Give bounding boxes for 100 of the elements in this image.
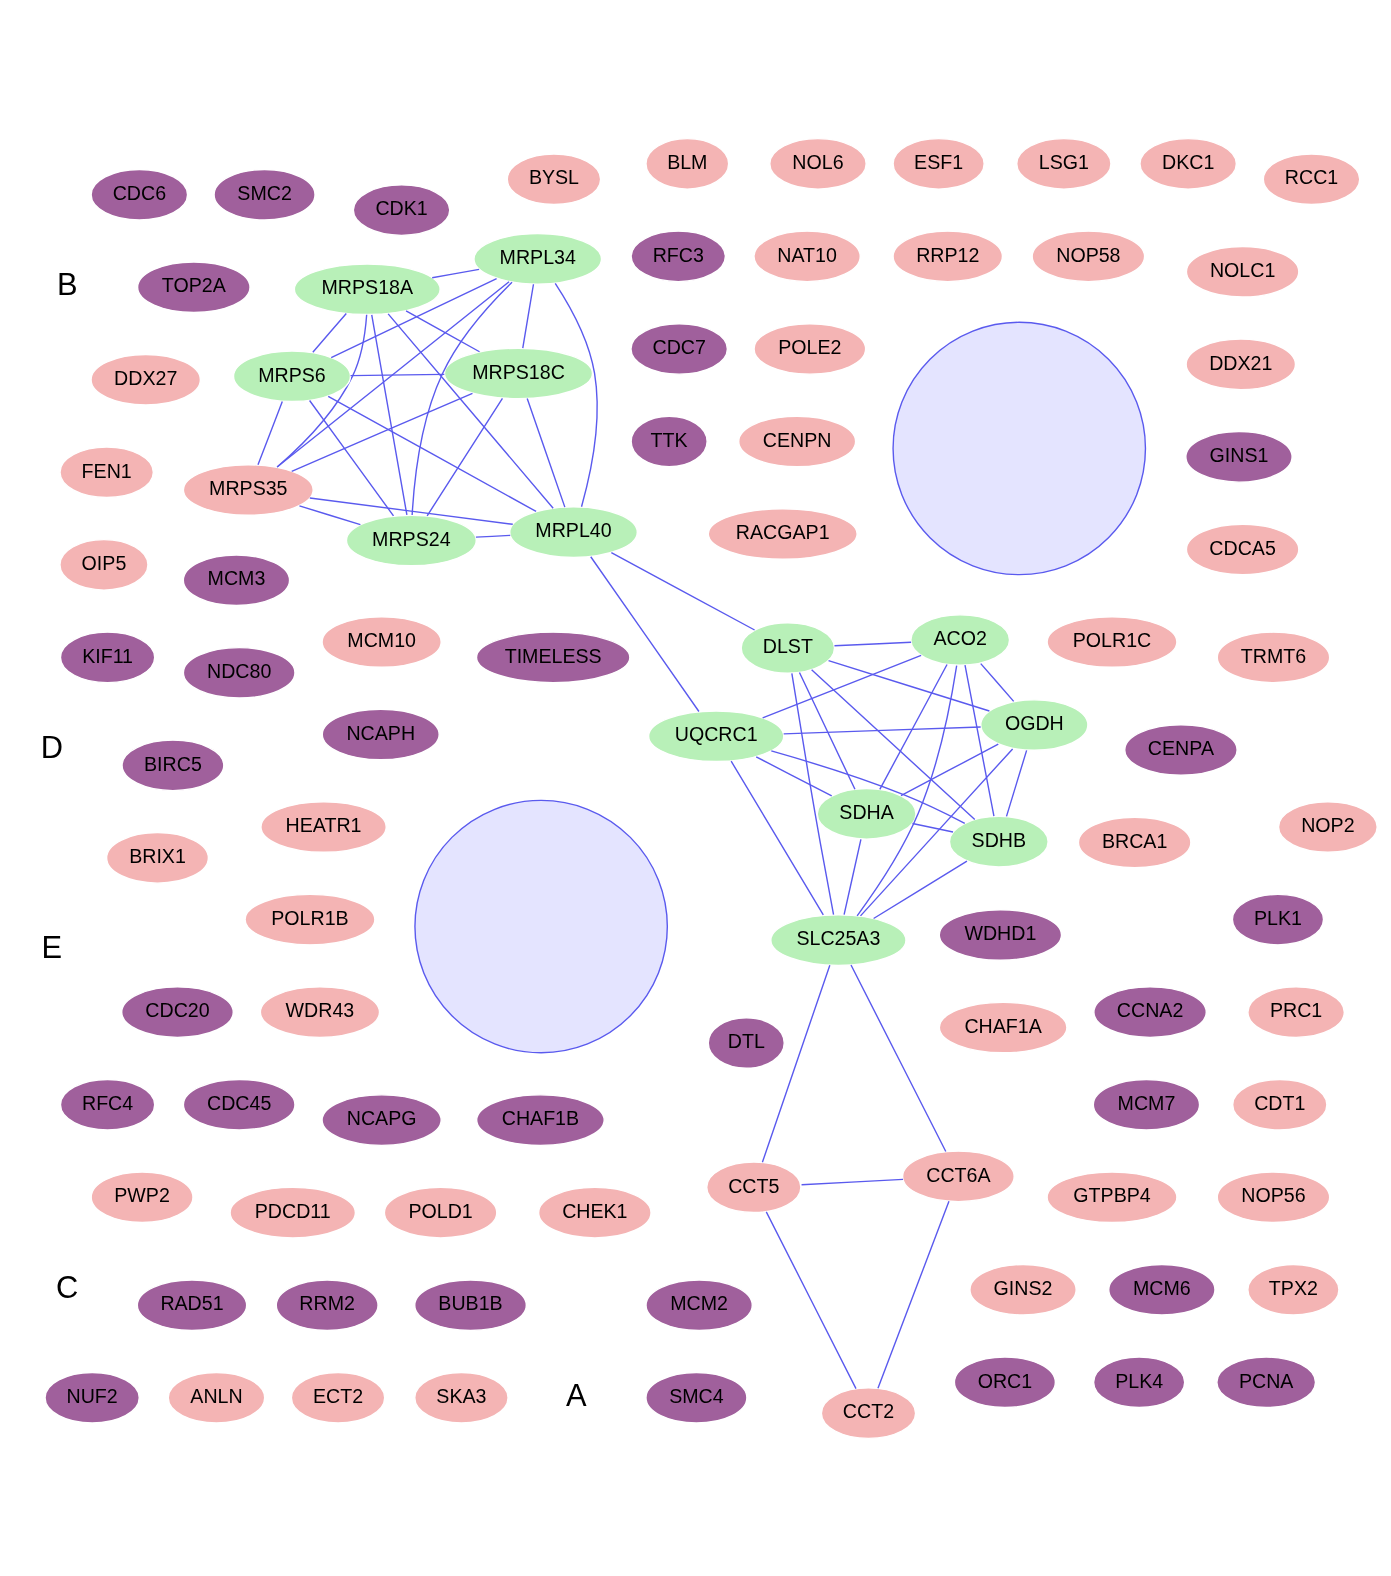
- connector: [833, 641, 912, 647]
- connector: [843, 838, 862, 915]
- node-ellipse: PRC1: [1247, 985, 1346, 1038]
- node-ellipse: OIP5: [59, 538, 149, 591]
- node-ellipse: NCAPH: [321, 708, 440, 760]
- node-ellipse: GTPBP4: [1046, 1170, 1178, 1223]
- connector: [850, 963, 947, 1152]
- connector: [964, 664, 995, 817]
- connector: [859, 747, 1014, 917]
- node-ellipse: SKA3: [414, 1371, 509, 1424]
- node-ellipse: CCNA2: [1093, 985, 1207, 1038]
- connector: [371, 313, 408, 516]
- connector: [554, 282, 598, 507]
- node-ellipse: DTL: [707, 1016, 785, 1069]
- connector: [298, 504, 362, 525]
- connector: [590, 555, 700, 712]
- node-ellipse: KIF11: [59, 630, 156, 683]
- connector: [730, 760, 824, 916]
- node-ellipse: HEATR1: [260, 800, 387, 853]
- connector: [475, 534, 511, 538]
- node-ellipse: CDC20: [121, 985, 234, 1038]
- node-ellipse: OGDH: [980, 698, 1089, 751]
- connector: [327, 395, 537, 512]
- node-ellipse: MRPS24: [345, 514, 477, 566]
- node-ellipse: FEN1: [59, 445, 155, 498]
- connector: [761, 654, 922, 719]
- node-ellipse: NUF2: [44, 1371, 140, 1424]
- node-ellipse: TPX2: [1247, 1263, 1340, 1316]
- connector: [872, 860, 968, 919]
- node-ellipse: NDC80: [182, 646, 296, 699]
- node-ellipse: WDR43: [259, 985, 381, 1038]
- node-circle: [414, 799, 669, 1053]
- node-ellipse: DKC1: [1139, 137, 1238, 190]
- node-ellipse: MRPS18C: [443, 347, 594, 399]
- connector: [349, 373, 446, 376]
- node-ellipse: NOL6: [769, 137, 867, 190]
- node-ellipse: PDCD11: [229, 1186, 357, 1239]
- connector: [610, 551, 756, 631]
- connector: [900, 742, 999, 796]
- node-ellipse: NOP56: [1216, 1170, 1331, 1223]
- node-ellipse: BRCA1: [1077, 816, 1192, 868]
- node-ellipse: TIMELESS: [475, 630, 631, 683]
- node-ellipse: SLC25A3: [770, 913, 907, 966]
- connector: [800, 1178, 904, 1185]
- connector: [291, 392, 474, 472]
- label: A: [565, 1377, 587, 1413]
- node-ellipse: CCT5: [706, 1160, 802, 1213]
- connector: [980, 662, 1015, 702]
- node-ellipse: TOP2A: [136, 260, 251, 313]
- node-ellipse: RCC1: [1262, 152, 1361, 205]
- node-ellipse: BLM: [645, 137, 730, 190]
- connector: [911, 822, 954, 833]
- node-ellipse: RRP12: [892, 229, 1004, 282]
- node-ellipse: SMC2: [213, 168, 316, 221]
- connector: [856, 664, 958, 917]
- node-ellipse: GINS1: [1185, 430, 1293, 483]
- node-ellipse: RFC3: [630, 229, 727, 282]
- connector: [827, 659, 991, 712]
- node-ellipse: CENPA: [1124, 723, 1238, 776]
- node-ellipse: POLR1C: [1046, 615, 1178, 668]
- node-ellipse: PLK4: [1092, 1355, 1186, 1408]
- node-ellipse: CDT1: [1231, 1078, 1328, 1131]
- node-ellipse: DDX21: [1185, 337, 1297, 390]
- node-ellipse: BYSL: [506, 152, 602, 205]
- node-ellipse: GINS2: [969, 1263, 1077, 1316]
- node-ellipse: SDHB: [948, 815, 1049, 868]
- connector: [312, 312, 347, 353]
- connector: [526, 397, 566, 508]
- node-ellipse: CENPN: [738, 415, 857, 467]
- connector: [798, 671, 856, 790]
- node-ellipse: UQCRC1: [647, 709, 785, 762]
- connector: [330, 277, 498, 358]
- connector: [309, 496, 514, 525]
- node-ellipse: POLR1B: [244, 893, 376, 946]
- connector: [755, 755, 833, 797]
- node-ellipse: CCT2: [820, 1386, 917, 1439]
- node-ellipse: RRM2: [275, 1278, 379, 1331]
- node-ellipse: NOLC1: [1185, 245, 1300, 298]
- node-ellipse: ESF1: [892, 137, 985, 190]
- node-ellipse: SDHA: [816, 787, 917, 840]
- connector: [791, 672, 835, 915]
- node-ellipse: BRIX1: [105, 831, 210, 884]
- connector: [257, 400, 283, 465]
- node-ellipse: CHAF1A: [938, 1001, 1068, 1053]
- node-ellipse: TRMT6: [1216, 630, 1331, 683]
- node-ellipse: PLK1: [1231, 893, 1325, 946]
- node-ellipse: LSG1: [1016, 137, 1112, 190]
- node-ellipse: DLST: [740, 621, 836, 674]
- connector: [810, 668, 976, 820]
- node-ellipse: MCM10: [321, 615, 442, 668]
- node-ellipse: CDC7: [630, 322, 729, 375]
- node-ellipse: CHAF1B: [475, 1093, 605, 1146]
- node-ellipse: MCM2: [645, 1278, 753, 1331]
- node-ellipse: POLE2: [753, 322, 867, 375]
- node-ellipse: CHEK1: [537, 1186, 652, 1239]
- node-ellipse: TTK: [630, 415, 708, 467]
- connector: [431, 268, 480, 278]
- connector: [782, 725, 982, 735]
- label: C: [56, 1269, 79, 1305]
- connector: [426, 397, 504, 516]
